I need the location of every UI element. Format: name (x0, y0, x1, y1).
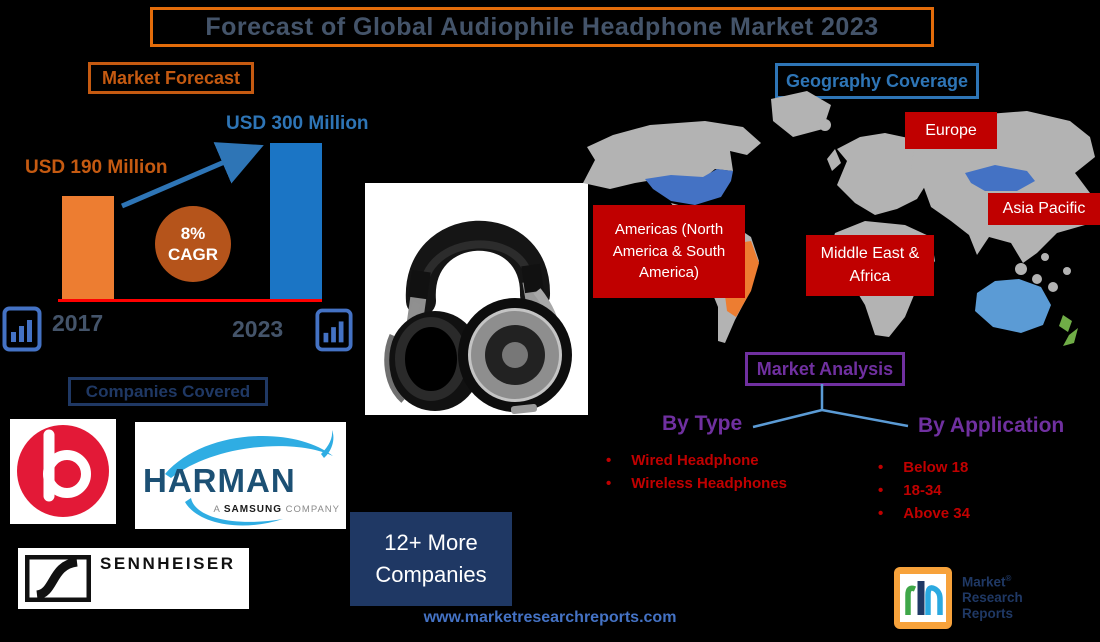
harman-sub-company: COMPANY (285, 504, 340, 515)
website-link[interactable]: www.marketresearchreports.com (423, 609, 677, 626)
harman-subtext: A SAMSUNG COMPANY (213, 504, 340, 515)
by-type-list: Wired Headphone Wireless Headphones (606, 449, 787, 495)
market-forecast-label: Market Forecast (88, 62, 254, 94)
bar-2023 (270, 143, 322, 299)
sennheiser-s-icon (25, 555, 91, 602)
region-label-americas: Americas (North America & South America) (593, 205, 745, 298)
list-item: Wired Headphone (606, 449, 787, 472)
axis-baseline (58, 299, 322, 302)
list-item: Wireless Headphones (606, 472, 787, 495)
mrr-m-icon (894, 567, 952, 629)
region-label-europe: Europe (905, 112, 997, 149)
bar-chart-icon (2, 306, 42, 352)
market-analysis-label: Market Analysis (745, 352, 905, 386)
more-companies-text: 12+ More Companies (375, 530, 487, 587)
value-label-2023: USD 300 Million (226, 113, 369, 134)
sennheiser-wordmark: SENNHEISER (100, 554, 236, 573)
brand-line-1: Market® (962, 573, 1012, 590)
region-label-asia-pacific: Asia Pacific (988, 193, 1100, 225)
harman-logo: HARMAN A SAMSUNG COMPANY (135, 422, 346, 529)
harman-swoosh-icon (165, 430, 334, 526)
cagr-label: CAGR (167, 245, 219, 264)
year-2023: 2023 (232, 316, 284, 342)
geography-coverage-label: Geography Coverage (775, 63, 979, 99)
harman-wordmark: HARMAN (143, 462, 296, 499)
beats-logo (10, 419, 116, 524)
cagr-badge: 8% CAGR (155, 206, 231, 282)
companies-covered-label: Companies Covered (68, 377, 268, 406)
brand-line-3: Reports (962, 606, 1014, 622)
more-companies-badge: 12+ More Companies (350, 512, 512, 606)
sennheiser-logo: SENNHEISER (18, 548, 249, 609)
list-item: Below 18 (878, 456, 970, 479)
list-item: 18-34 (878, 479, 970, 502)
region-label-middle-east-africa: Middle East & Africa (806, 235, 934, 296)
bar-chart-icon (315, 308, 353, 352)
page-title: Forecast of Global Audiophile Headphone … (150, 7, 934, 47)
bar-2017 (62, 196, 114, 299)
value-label-2017: USD 190 Million (25, 157, 168, 178)
brand-text: Market® Research Reports (962, 574, 1023, 622)
market-research-reports-logo: Market® Research Reports (893, 561, 1023, 635)
growth-arrow-icon (121, 142, 264, 209)
by-application-list: Below 18 18-34 Above 34 (878, 456, 970, 525)
list-item: Above 34 (878, 502, 970, 525)
cagr-value: 8% (180, 223, 206, 243)
branch-connector-lines (752, 384, 909, 429)
harman-sub-samsung: SAMSUNG (223, 504, 283, 515)
year-2017: 2017 (52, 310, 104, 336)
by-application-heading: By Application (918, 414, 1065, 437)
harman-sub-a: A (213, 504, 221, 515)
brand-line-2: Research (962, 590, 1023, 606)
by-type-heading: By Type (662, 412, 743, 435)
headphone-image (365, 183, 588, 415)
